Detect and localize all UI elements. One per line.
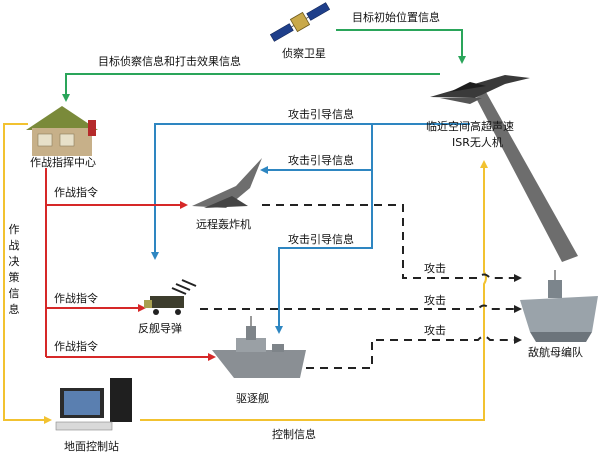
missile-label: 反舰导弹 [138, 322, 182, 335]
edge-label-attack-3: 攻击 [424, 324, 446, 337]
edge-label-initial-position: 目标初始位置信息 [352, 11, 440, 24]
edge-label-order-1: 作战指令 [54, 186, 98, 199]
destroyer-icon [212, 316, 306, 378]
uav-label-line1: 临近空间高超声速 [426, 120, 514, 133]
edge-label-order-2: 作战指令 [54, 292, 98, 305]
anti-ship-missile-icon [144, 279, 197, 315]
edge-label-guidance-3: 攻击引导信息 [288, 233, 354, 246]
edge-attack-2 [200, 304, 522, 313]
uav-label-line2: ISR无人机 [452, 136, 503, 149]
edge-attack-1 [262, 204, 522, 282]
command-center-label: 作战指挥中心 [30, 156, 96, 169]
sensor-beam [476, 92, 578, 262]
edge-control-info [140, 160, 488, 421]
edge-label-order-3: 作战指令 [54, 340, 98, 353]
edge-label-attack-1: 攻击 [424, 262, 446, 275]
edge-initial-position [336, 29, 466, 64]
satellite-label: 侦察卫星 [282, 47, 326, 60]
bomber-icon [192, 158, 262, 208]
edge-label-attack-2: 攻击 [424, 294, 446, 307]
edge-decision-info [3, 123, 52, 424]
carrier-label: 敌航母编队 [528, 346, 583, 359]
edge-label-decision-info: 作战决策信息 [8, 223, 20, 316]
edge-recon-strike-info [62, 73, 440, 102]
bomber-label: 远程轰炸机 [196, 218, 251, 231]
ground-station-label: 地面控制站 [64, 440, 119, 453]
hypersonic-uav-icon [430, 75, 530, 104]
edge-attack-3 [306, 335, 522, 369]
edge-label-recon-strike-info: 目标侦察信息和打击效果信息 [98, 55, 241, 68]
edge-label-guidance-1: 攻击引导信息 [288, 108, 354, 121]
destroyer-label: 驱逐舰 [236, 392, 269, 405]
command-center-icon [26, 106, 98, 156]
edge-label-control-info: 控制信息 [272, 428, 316, 441]
carrier-icon [520, 270, 598, 342]
edge-guidance-3 [275, 170, 373, 334]
edge-label-guidance-2: 攻击引导信息 [288, 154, 354, 167]
satellite-icon [269, 2, 331, 42]
edge-guidance-1 [151, 123, 470, 260]
ground-station-icon [55, 378, 132, 431]
